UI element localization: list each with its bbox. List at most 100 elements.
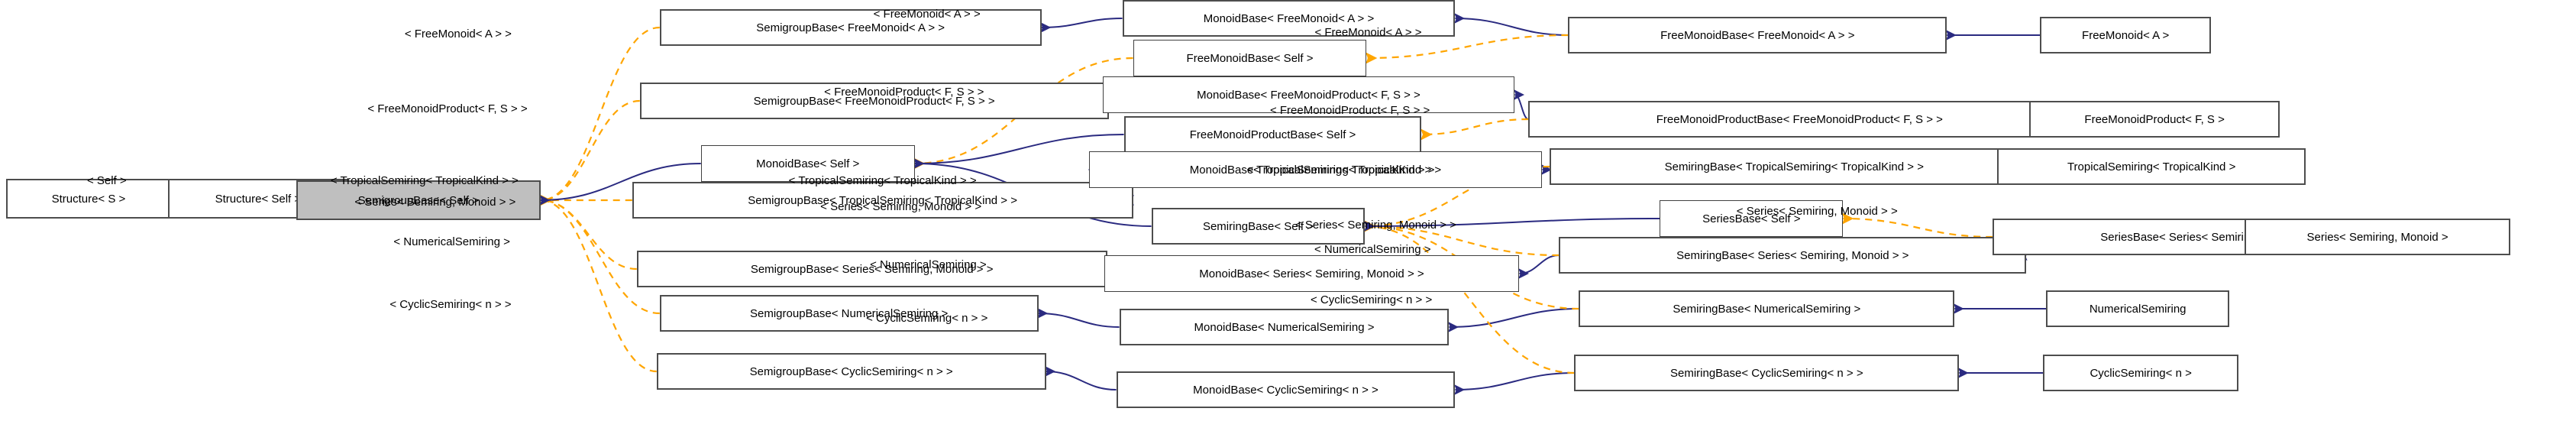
class-node-label: SemigroupBase< FreeMonoid< A > > <box>756 21 945 34</box>
class-node[interactable]: MonoidBase< FreeMonoid< A > > <box>1122 0 1456 37</box>
edge-label: < FreeMonoid< A > > <box>404 27 512 41</box>
edge-label: < FreeMonoidProduct< F, S > > <box>367 102 528 115</box>
class-node[interactable]: FreeMonoidProductBase< FreeMonoidProduct… <box>1528 101 2071 138</box>
class-node-label: SemigroupBase< FreeMonoidProduct< F, S >… <box>753 94 995 108</box>
class-node-label: MonoidBase< NumericalSemiring > <box>1194 320 1375 334</box>
edge-label: < CyclicSemiring< n > > <box>1310 293 1433 306</box>
edge-label: < CyclicSemiring< n > > <box>866 311 988 325</box>
inheritance-edge <box>1448 308 1579 333</box>
template-edge <box>539 26 660 206</box>
class-node-label: SemiringBase< Self > <box>1202 219 1314 233</box>
class-node[interactable]: SemiringBase< NumericalSemiring > <box>1579 290 1955 327</box>
template-edge <box>539 99 640 206</box>
class-node[interactable]: SemigroupBase< FreeMonoid< A > > <box>659 9 1042 46</box>
class-node-label: FreeMonoidProductBase< FreeMonoidProduct… <box>1656 112 1943 126</box>
inheritance-edge <box>1037 307 1120 328</box>
class-node-label: SemigroupBase< Self > <box>357 193 480 207</box>
edge-label: < TropicalSemiring< TropicalKind > > <box>330 173 519 187</box>
class-node[interactable]: SemigroupBase< CyclicSemiring< n > > <box>656 353 1046 390</box>
class-node[interactable]: SemiringBase< TropicalSemiring< Tropical… <box>1550 148 2039 185</box>
class-node[interactable]: Structure< S > <box>5 179 171 219</box>
class-node-label: FreeMonoidProduct< F, S > <box>2084 112 2225 126</box>
class-node[interactable]: TropicalSemiring< TropicalKind > <box>1997 148 2306 185</box>
class-node[interactable]: MonoidBase< CyclicSemiring< n > > <box>1116 371 1456 408</box>
template-edge <box>539 194 660 315</box>
inheritance-edge <box>1513 89 1529 120</box>
edge-label: < Series< Semiring, Monoid > > <box>820 199 982 213</box>
class-node-label: CyclicSemiring< n > <box>2090 366 2192 380</box>
class-node[interactable]: SemiringBase< Series< Semiring, Monoid >… <box>1559 237 2027 274</box>
class-node-label: Structure< S > <box>51 192 126 206</box>
class-node-label: FreeMonoidProductBase< Self > <box>1189 128 1356 141</box>
edge-label: < NumericalSemiring > <box>393 235 510 248</box>
class-node[interactable]: SemigroupBase< TropicalSemiring< Tropica… <box>632 182 1133 219</box>
class-node-label: MonoidBase< FreeMonoid< A > > <box>1203 11 1375 25</box>
edge-label: < FreeMonoidProduct< F, S > > <box>824 85 984 99</box>
class-node[interactable]: SeriesBase< Self > <box>1660 200 1844 237</box>
class-node[interactable]: FreeMonoidProduct< F, S > <box>2029 101 2280 138</box>
edge-label: < FreeMonoid< A > > <box>873 7 981 21</box>
class-node-label: SemigroupBase< Series< Semiring, Monoid … <box>750 262 994 276</box>
class-node[interactable]: NumericalSemiring <box>2046 290 2230 327</box>
class-node[interactable]: FreeMonoidBase< FreeMonoid< A > > <box>1568 17 1947 53</box>
class-node-label: Series< Semiring, Monoid > <box>2306 230 2448 244</box>
class-node[interactable]: SemiringBase< CyclicSemiring< n > > <box>1574 355 1960 391</box>
class-node-label: SemiringBase< NumericalSemiring > <box>1673 302 1861 316</box>
class-node-label: SemigroupBase< NumericalSemiring > <box>750 306 949 320</box>
edge-label: < Series< Semiring, Monoid > > <box>1294 218 1456 232</box>
inheritance-edge <box>913 134 1124 170</box>
template-edge <box>1841 212 1993 238</box>
edge-label: < NumericalSemiring > <box>1314 242 1431 256</box>
class-node[interactable]: CyclicSemiring< n > <box>2043 355 2239 391</box>
class-node-label: SemigroupBase< TropicalSemiring< Tropica… <box>748 193 1017 207</box>
class-node-label: SeriesBase< Self > <box>1702 212 1801 225</box>
class-node[interactable]: FreeMonoid< A > <box>2040 17 2212 53</box>
class-node[interactable]: MonoidBase< TropicalSemiring< TropicalKi… <box>1088 151 1543 188</box>
class-node-label: SemiringBase< TropicalSemiring< Tropical… <box>1664 160 1924 173</box>
inheritance-edge <box>1364 218 1660 232</box>
edge-label: < Series< Semiring, Monoid > > <box>354 195 516 209</box>
class-node-label: SemiringBase< CyclicSemiring< n > > <box>1669 366 1863 380</box>
class-node[interactable]: MonoidBase< Series< Semiring, Monoid > > <box>1104 255 1520 292</box>
class-node-label: TropicalSemiring< TropicalKind > <box>2067 160 2236 173</box>
edge-label: < Series< Semiring, Monoid > > <box>1736 204 1898 218</box>
class-node-label: MonoidBase< FreeMonoidProduct< F, S > > <box>1197 88 1421 102</box>
class-node[interactable]: SemigroupBase< FreeMonoidProduct< F, S >… <box>639 83 1109 119</box>
inheritance-edge <box>1454 372 1575 396</box>
class-node[interactable]: SemigroupBase< NumericalSemiring > <box>659 295 1039 332</box>
edge-label: < NumericalSemiring > <box>870 258 987 271</box>
edge-label: < CyclicSemiring< n > > <box>389 297 512 311</box>
inheritance-edge <box>1045 365 1117 390</box>
inheritance-edge <box>1040 18 1123 34</box>
class-node[interactable]: FreeMonoidBase< Self > <box>1133 40 1367 76</box>
edge-label: < FreeMonoidProduct< F, S > > <box>1269 103 1430 117</box>
class-node-label: MonoidBase< Self > <box>756 157 860 170</box>
edge-label: < TropicalSemiring< TropicalKind > > <box>788 173 977 187</box>
class-node[interactable]: SemigroupBase< Series< Semiring, Monoid … <box>636 251 1107 287</box>
class-node[interactable]: FreeMonoidProductBase< Self > <box>1123 116 1422 153</box>
class-node[interactable]: Series< Semiring, Monoid > <box>2245 219 2511 255</box>
class-node-label: FreeMonoidBase< FreeMonoid< A > > <box>1660 28 1855 42</box>
class-node-label: FreeMonoidBase< Self > <box>1186 51 1314 65</box>
template-edge <box>1420 118 1529 141</box>
class-node[interactable]: MonoidBase< FreeMonoidProduct< F, S > > <box>1102 76 1515 113</box>
template-edge <box>1363 220 1559 257</box>
template-edge <box>539 194 637 271</box>
inheritance-edge <box>539 163 701 206</box>
edge-label: < FreeMonoid< A > > <box>1314 25 1422 39</box>
class-node-label: Structure< Self > <box>215 192 302 206</box>
class-node[interactable]: SemigroupBase< Self > <box>296 180 541 220</box>
inheritance-edge <box>1518 254 1559 280</box>
template-edge <box>1365 34 1569 64</box>
class-node[interactable]: SemiringBase< Self > <box>1151 208 1366 245</box>
edge-label: < Self > <box>86 173 127 187</box>
class-node-label: SemigroupBase< CyclicSemiring< n > > <box>749 365 953 378</box>
class-node[interactable]: MonoidBase< NumericalSemiring > <box>1119 309 1450 345</box>
edge-label: < TropicalSemiring< TropicalKind > > <box>1246 163 1435 177</box>
class-node-label: FreeMonoid< A > <box>2082 28 2170 42</box>
class-node-label: NumericalSemiring <box>2089 302 2187 316</box>
class-node[interactable]: MonoidBase< Self > <box>700 145 915 182</box>
class-node-label: SemiringBase< Series< Semiring, Monoid >… <box>1676 248 1909 262</box>
class-node-label: MonoidBase< CyclicSemiring< n > > <box>1193 383 1378 397</box>
